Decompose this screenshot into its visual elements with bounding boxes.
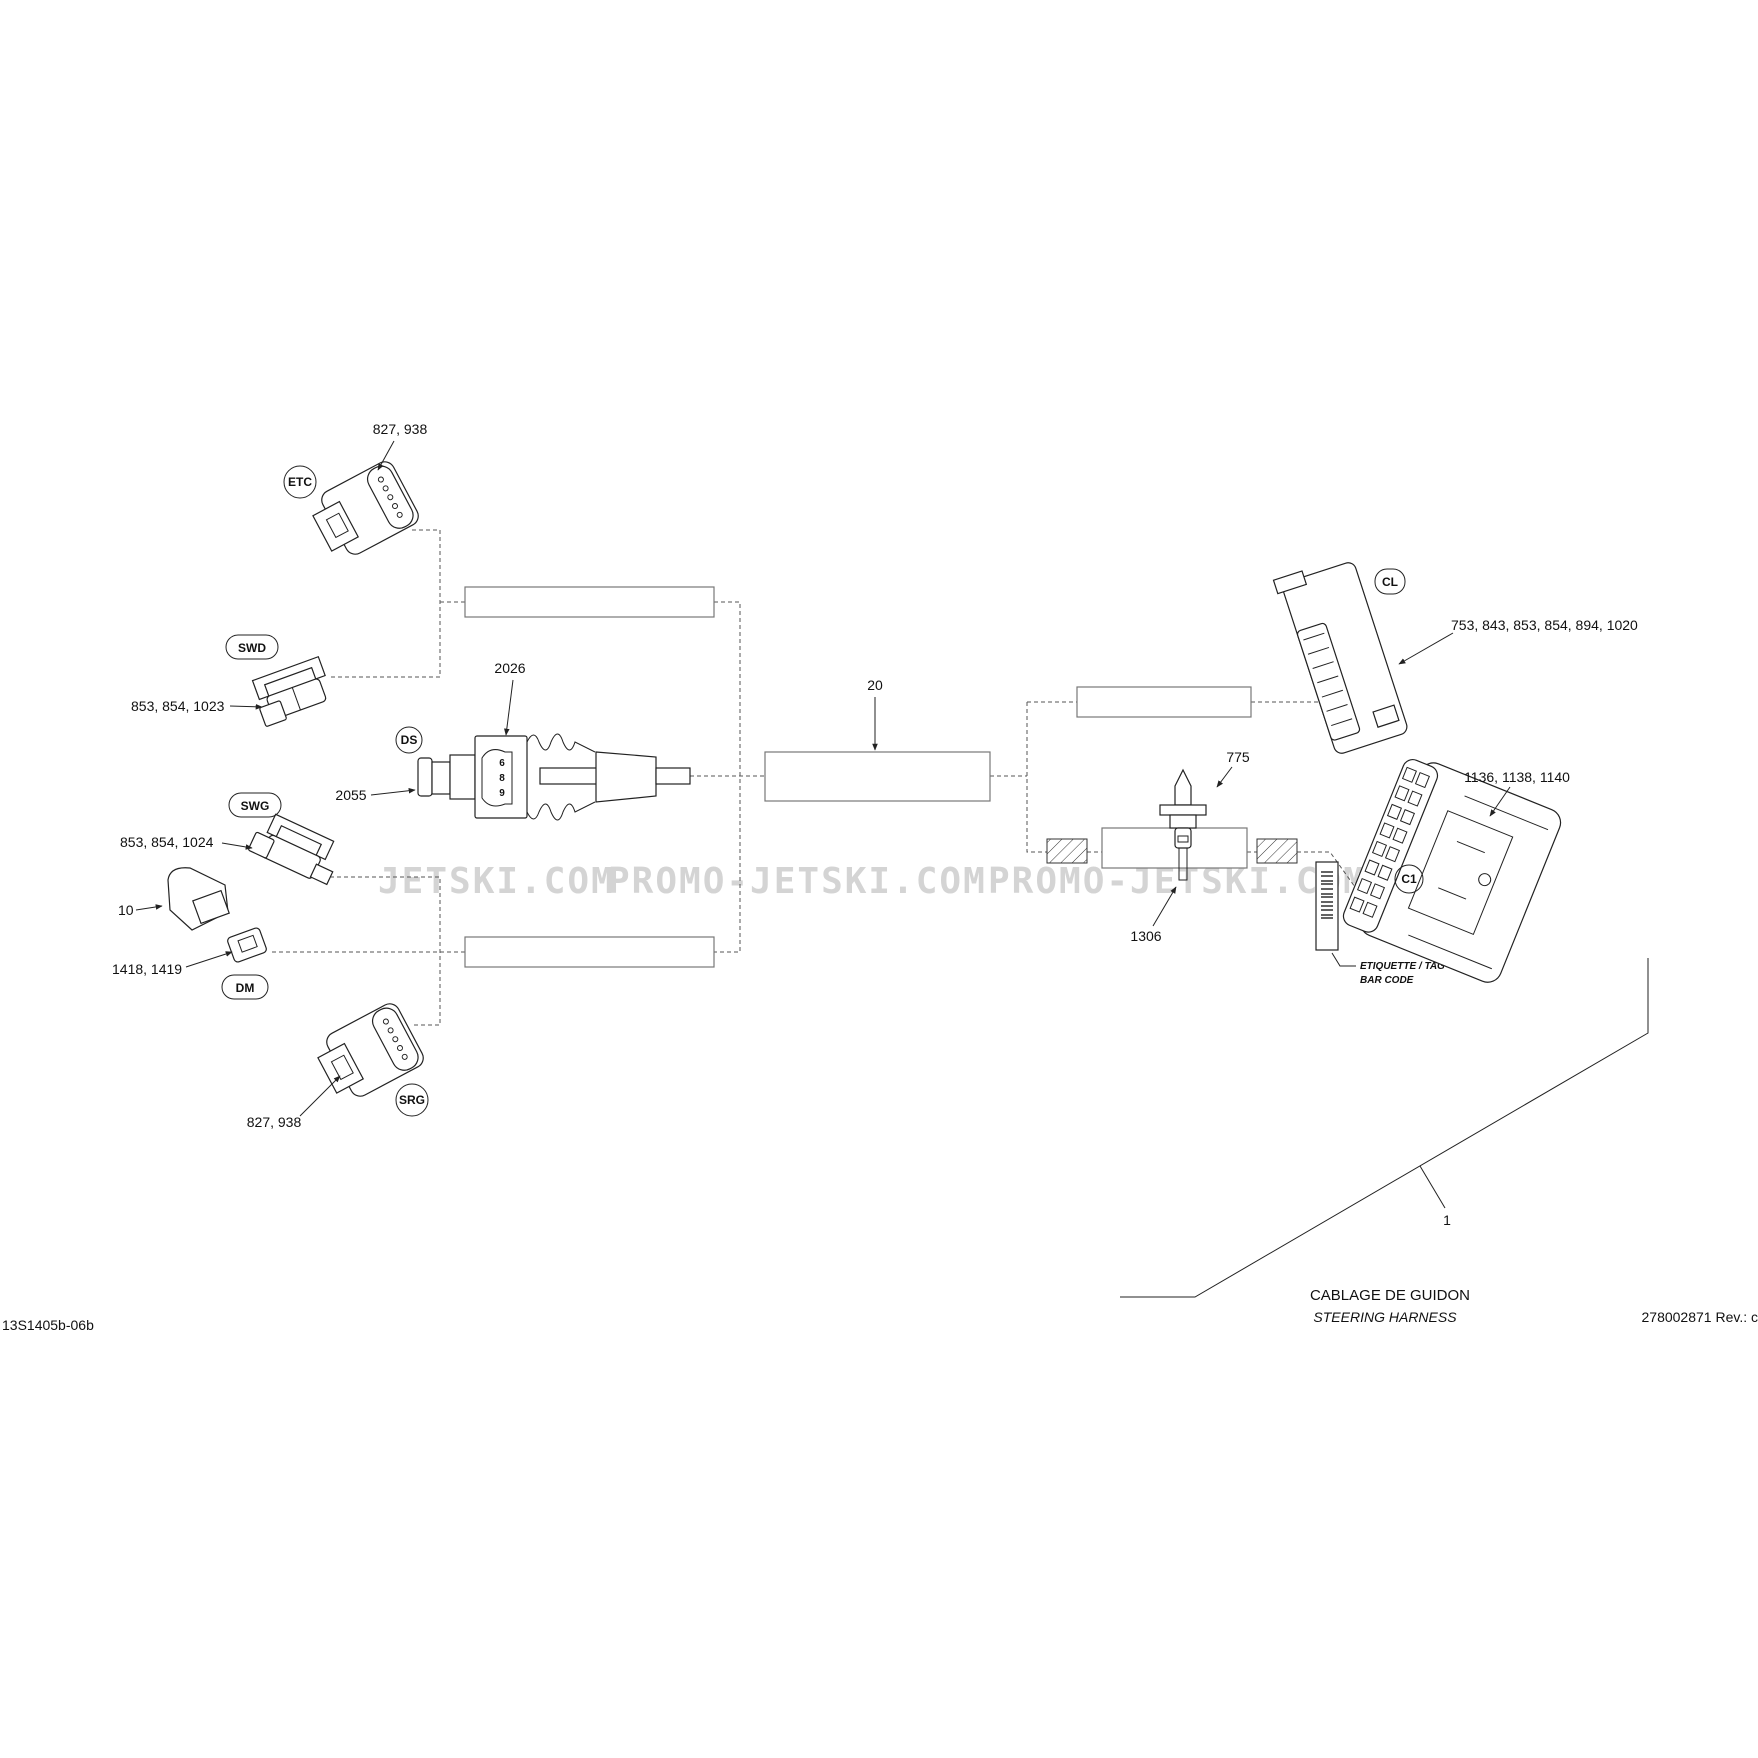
- connector-code-ds: DS: [401, 733, 418, 747]
- connector-code-swd: SWD: [238, 641, 266, 655]
- assembly-leader: [1419, 1165, 1446, 1209]
- harness-branch-bottom: [464, 936, 715, 968]
- connector-code-pill: [221, 974, 269, 1000]
- harness-main-box: [764, 751, 991, 802]
- callout-clip-base: 1306: [1130, 928, 1161, 944]
- connector-c1[interactable]: [1340, 752, 1565, 986]
- part-label-ds-seal: 2055: [335, 787, 366, 803]
- watermark-text: JETSKI.COM: [378, 861, 615, 902]
- connector-code-c1: C1: [1401, 872, 1417, 886]
- watermark: JETSKI.COM PROMO-JETSKI.COM PROMO-JETSKI…: [378, 861, 1365, 902]
- part-label-swg: 853, 854, 1024: [120, 834, 214, 850]
- connector-dm[interactable]: [167, 867, 267, 963]
- connector-code-pill: [1374, 568, 1406, 595]
- part-label-cl: 753, 843, 853, 854, 894, 1020: [1451, 617, 1638, 633]
- part-label-etc: 827, 938: [373, 421, 428, 437]
- connector-etc[interactable]: [306, 458, 422, 564]
- connector-code-srg: SRG: [399, 1093, 425, 1107]
- part-label-swd: 853, 854, 1023: [131, 698, 225, 714]
- assembly-bracket-line: [1120, 958, 1649, 1298]
- connector-code-circle: [395, 726, 423, 754]
- connector-code-swg: SWG: [241, 799, 270, 813]
- part-label-dm: 1418, 1419: [112, 961, 182, 977]
- connector-code-cl: CL: [1382, 575, 1398, 589]
- part-number: 278002871 Rev.: c: [1642, 1309, 1758, 1325]
- connector-swd[interactable]: [250, 655, 335, 727]
- part-label-dm-holder: 10: [118, 902, 134, 918]
- connector-cl[interactable]: [1272, 555, 1408, 757]
- connector-code-circle: [395, 1083, 429, 1117]
- connector-code-circle: [1394, 864, 1424, 894]
- title-french: CABLAGE DE GUIDON: [1310, 1287, 1470, 1304]
- callout-harness-main: 20: [867, 677, 883, 693]
- ds-pin-label: 9: [499, 788, 505, 799]
- connector-code-pill: [225, 634, 279, 660]
- connector-ds[interactable]: 6 8 9: [417, 733, 691, 821]
- harness-branch-cl: [1076, 686, 1252, 718]
- title-english: STEERING HARNESS: [1313, 1309, 1457, 1325]
- connector-swg[interactable]: [248, 810, 345, 886]
- part-label-srg: 827, 938: [247, 1114, 302, 1130]
- tape-wrap-left: [1046, 838, 1088, 864]
- barcode-tag: [1315, 861, 1356, 967]
- ds-pin-label: 8: [499, 773, 505, 784]
- tape-wrap-right: [1256, 838, 1298, 864]
- connector-code-dm: DM: [236, 981, 255, 995]
- watermark-text: PROMO-JETSKI.COM: [608, 861, 987, 902]
- connector-code-circle: [283, 465, 317, 499]
- connector-code-pill: [228, 792, 282, 818]
- callout-clip: 775: [1226, 749, 1250, 765]
- part-label-ds: 2026: [494, 660, 525, 676]
- harness-branch-top: [464, 586, 715, 618]
- harness-clip[interactable]: [1159, 768, 1207, 881]
- barcode-tag-label: ETIQUETTE / TAG: [1360, 961, 1445, 972]
- part-label-c1: 1136, 1138, 1140: [1464, 769, 1570, 785]
- connector-srg[interactable]: [311, 1000, 427, 1106]
- barcode-tag-sublabel: BAR CODE: [1360, 975, 1414, 986]
- drawing-id: 13S1405b-06b: [2, 1317, 94, 1333]
- callout-harness-assembly: 1: [1443, 1212, 1451, 1228]
- connector-code-etc: ETC: [288, 475, 312, 489]
- ds-pin-label: 6: [499, 758, 505, 769]
